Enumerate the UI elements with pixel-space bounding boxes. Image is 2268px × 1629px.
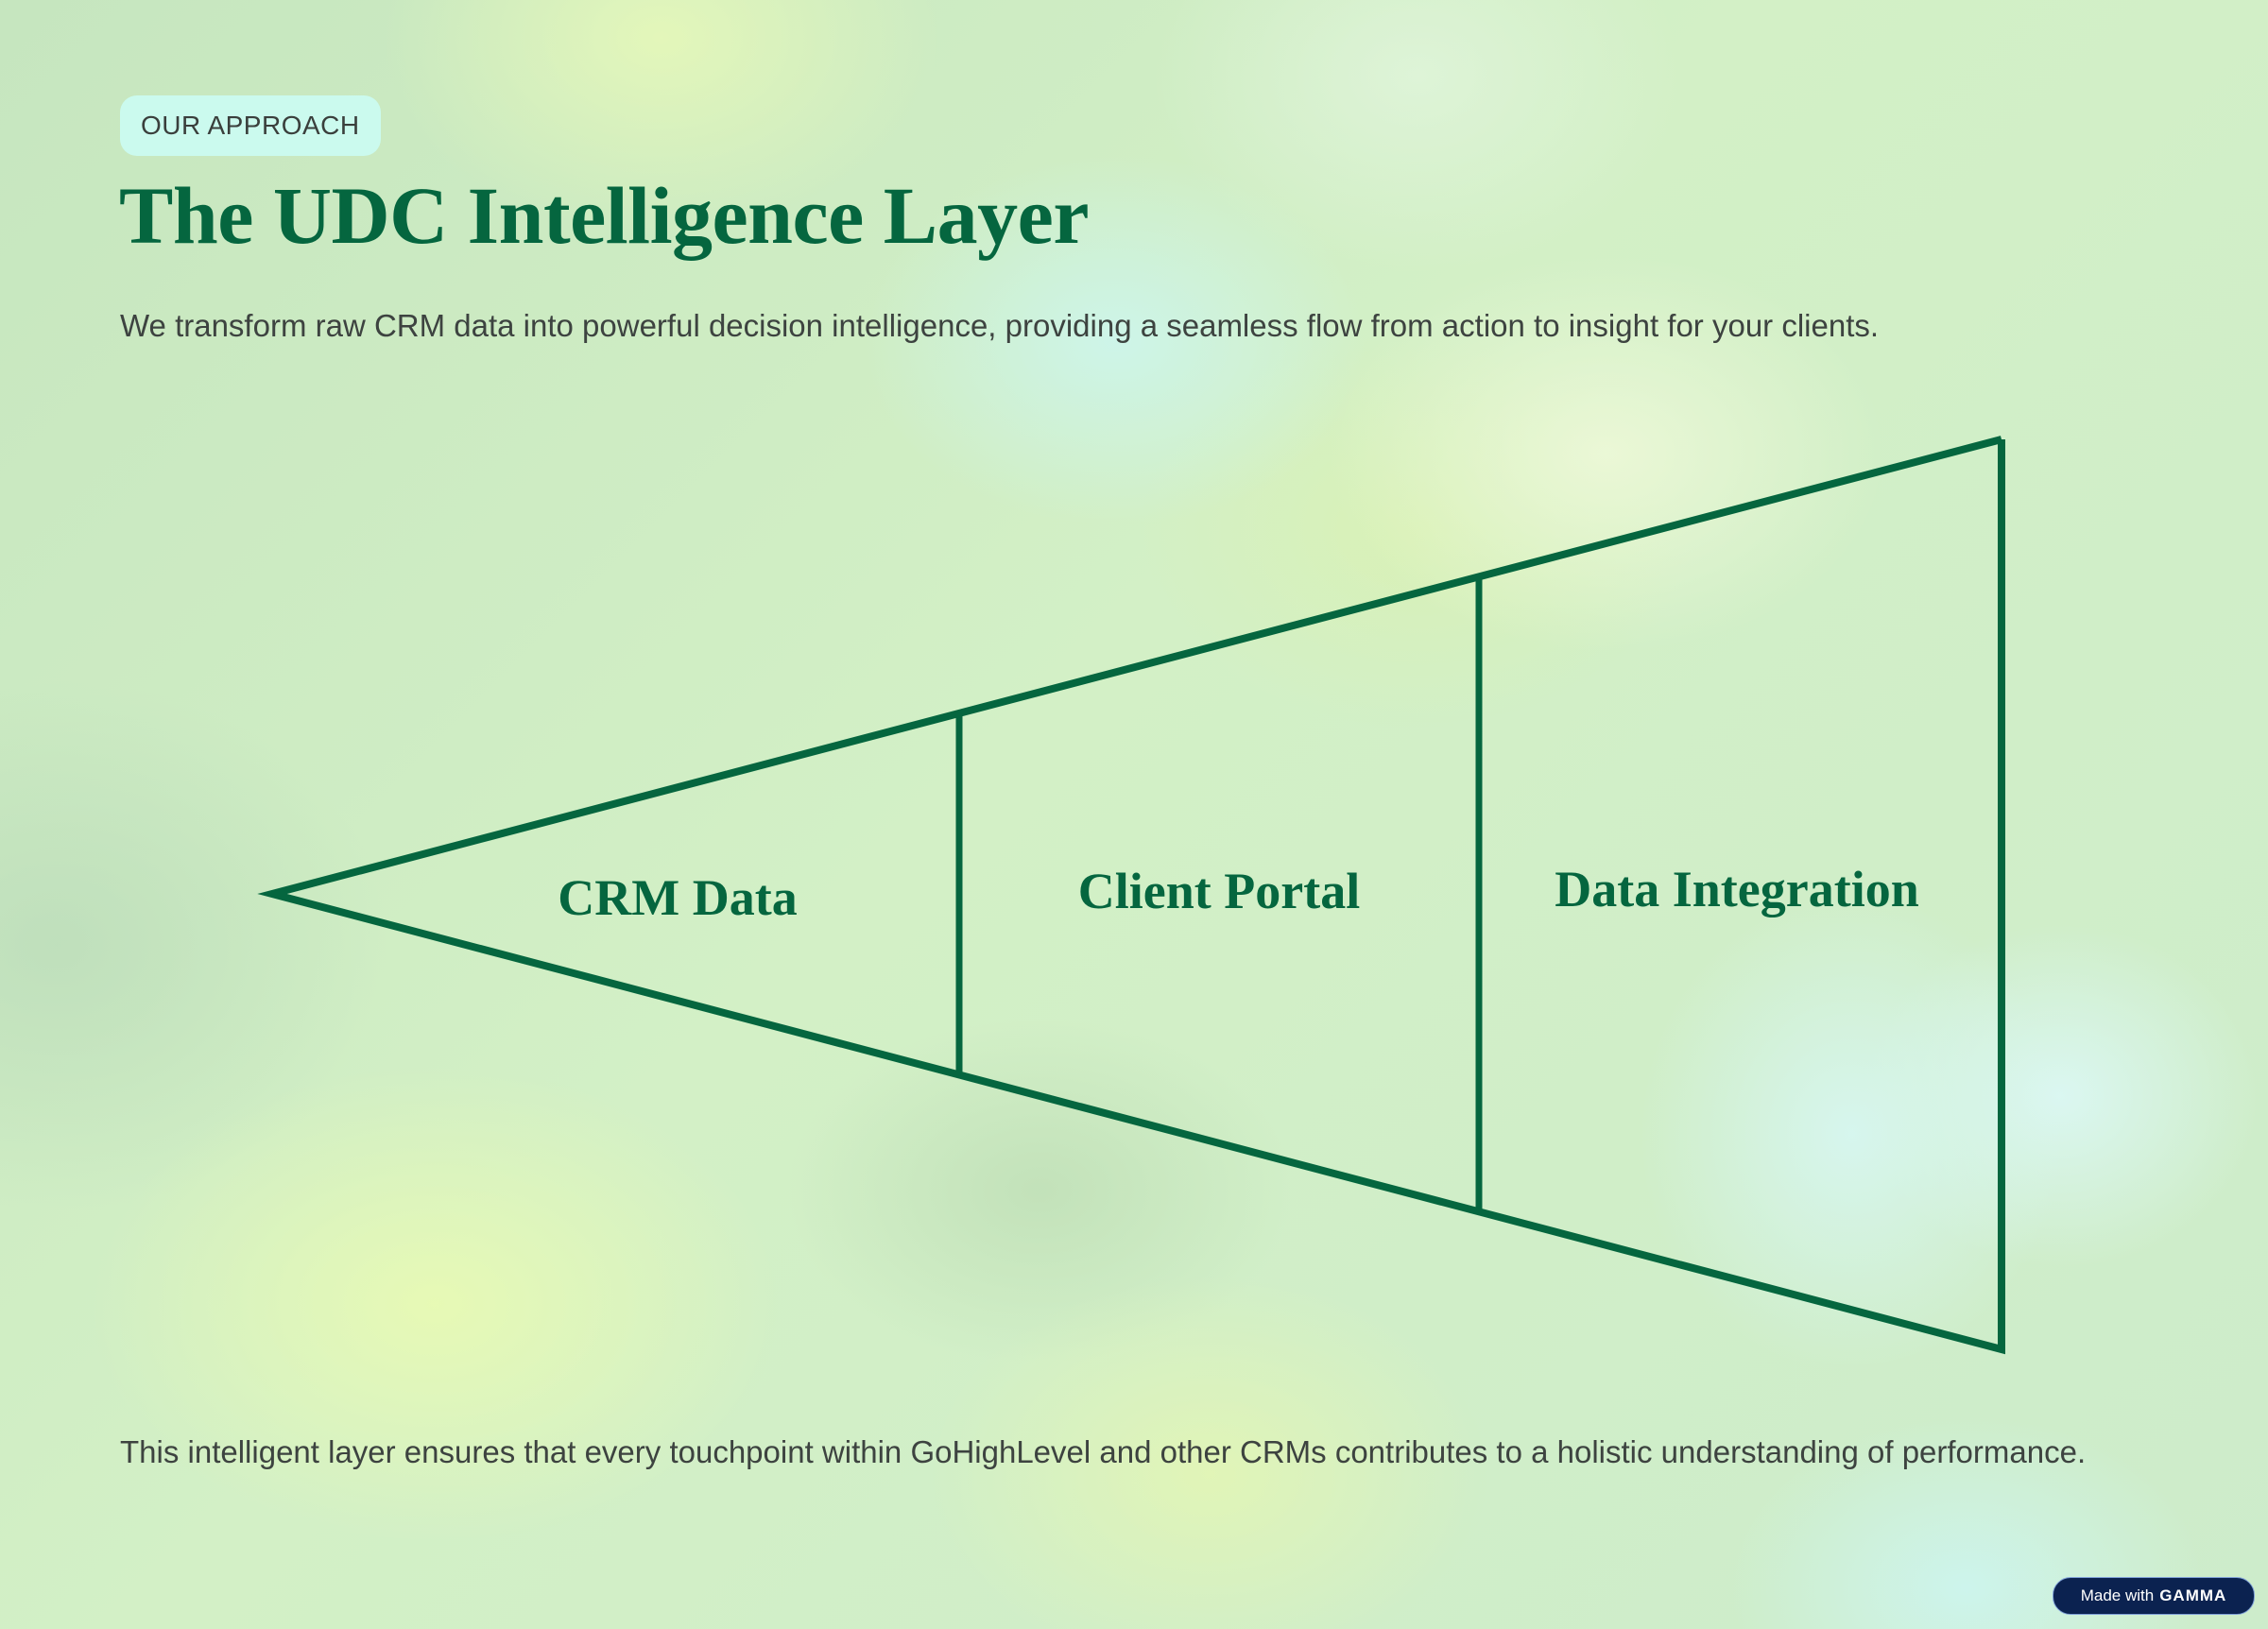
funnel-outline xyxy=(257,436,2005,1355)
intro-paragraph: We transform raw CRM data into powerful … xyxy=(120,308,1880,343)
stage-label-crm-data: CRM Data xyxy=(558,869,798,926)
section-tag: OUR APPROACH xyxy=(120,95,381,156)
stage-label-client-portal: Client Portal xyxy=(1077,863,1361,919)
made-with-gamma-badge[interactable]: Made with GAMMA xyxy=(2053,1577,2255,1615)
gamma-logo: GAMMA xyxy=(2159,1586,2227,1604)
footer-paragraph: This intelligent layer ensures that ever… xyxy=(120,1434,2087,1469)
badge-prefix: Made with xyxy=(2080,1586,2155,1604)
page-title: The UDC Intelligence Layer xyxy=(119,170,1090,261)
stage-label-data-integration: Data Integration xyxy=(1555,861,1919,917)
